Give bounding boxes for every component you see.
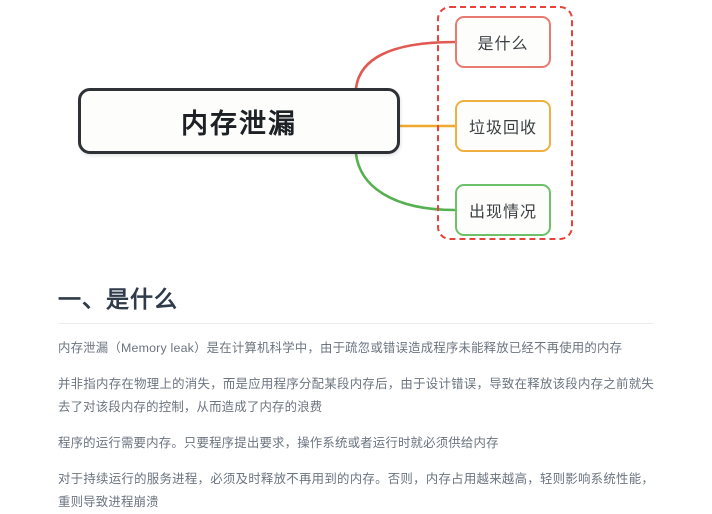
mindmap-figure: 内存泄漏 是什么 垃圾回收 出现情况 [78,6,573,240]
mindmap-root-label: 内存泄漏 [181,108,297,139]
article-body: 一、是什么 内存泄漏（Memory leak）是在计算机科学中，由于疏忽或错误造… [0,258,712,514]
connector-curve-green [354,152,457,212]
article-paragraph: 内存泄漏（Memory leak）是在计算机科学中，由于疏忽或错误造成程序未能释… [58,341,623,355]
mindmap-branch-label: 出现情况 [468,204,537,221]
mindmap-root-node[interactable]: 内存泄漏 [78,88,400,154]
mindmap-branch-node-shi-shen-me[interactable]: 是什么 [455,16,551,68]
mindmap-branch-node-chu-xian-qing-kuang[interactable]: 出现情况 [455,184,551,236]
article-paragraph: 并非指内存在物理上的消失，而是应用程序分配某段内存后，由于设计错误，导致在释放该… [58,377,654,414]
mindmap-branch-node-la-ji-hui-shou[interactable]: 垃圾回收 [455,100,551,152]
article-paragraph: 对于持续运行的服务进程，必须及时释放不再用到的内存。否则，内存占用越来越高，轻则… [58,472,654,509]
mindmap-connectors [354,40,457,212]
connector-curve-red [354,40,457,90]
article-paragraph: 程序的运行需要内存。只要程序提出要求，操作系统或者运行时就必须供给内存 [58,436,499,450]
mindmap-branch-label: 是什么 [477,36,529,53]
section-heading: 一、是什么 [58,258,654,324]
mindmap-branch-label: 垃圾回收 [468,120,537,137]
